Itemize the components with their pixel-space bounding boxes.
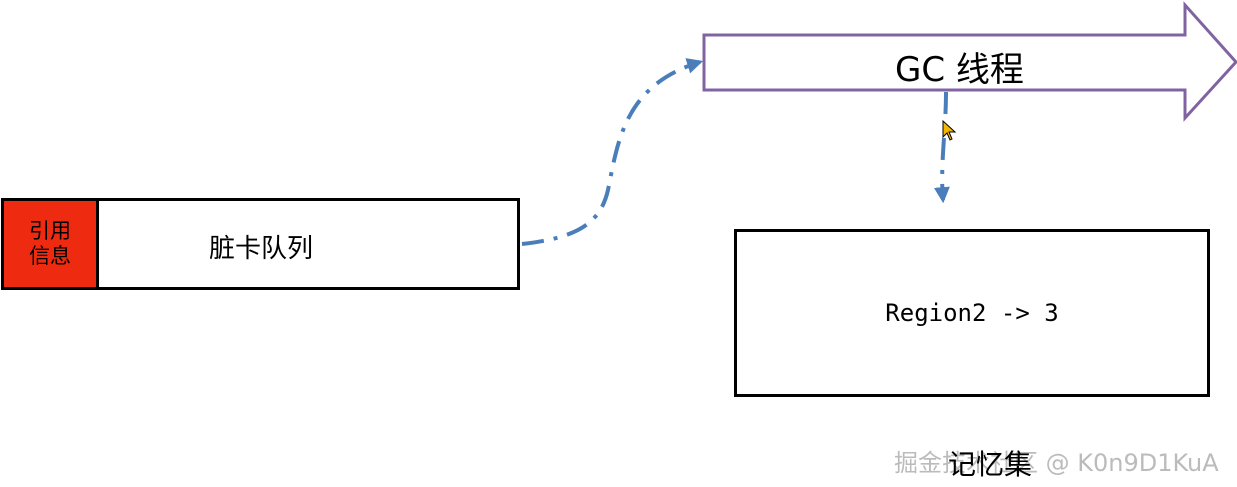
ref-info-cell: 引用信息 [4, 201, 99, 287]
gc-thread-arrow [702, 1, 1237, 122]
watermark: 掘金技术社区 @ K0n9D1KuA [894, 449, 1219, 477]
queue-to-gc-connector [521, 58, 704, 246]
memory-set-entry: Region2 -> 3 [885, 299, 1059, 327]
mouse-cursor-icon [942, 119, 957, 141]
gc-thread-label: GC 线程 [895, 50, 1024, 90]
dirty-card-queue: 引用信息 脏卡队列 [1, 198, 520, 290]
gc-to-memset-connector [933, 91, 950, 204]
ref-info-label: 引用信息 [29, 219, 71, 268]
dirty-card-queue-label: 脏卡队列 [209, 234, 314, 264]
memory-set-caption: 记忆集 [948, 448, 1033, 481]
memory-set-box: Region2 -> 3 [734, 229, 1210, 397]
